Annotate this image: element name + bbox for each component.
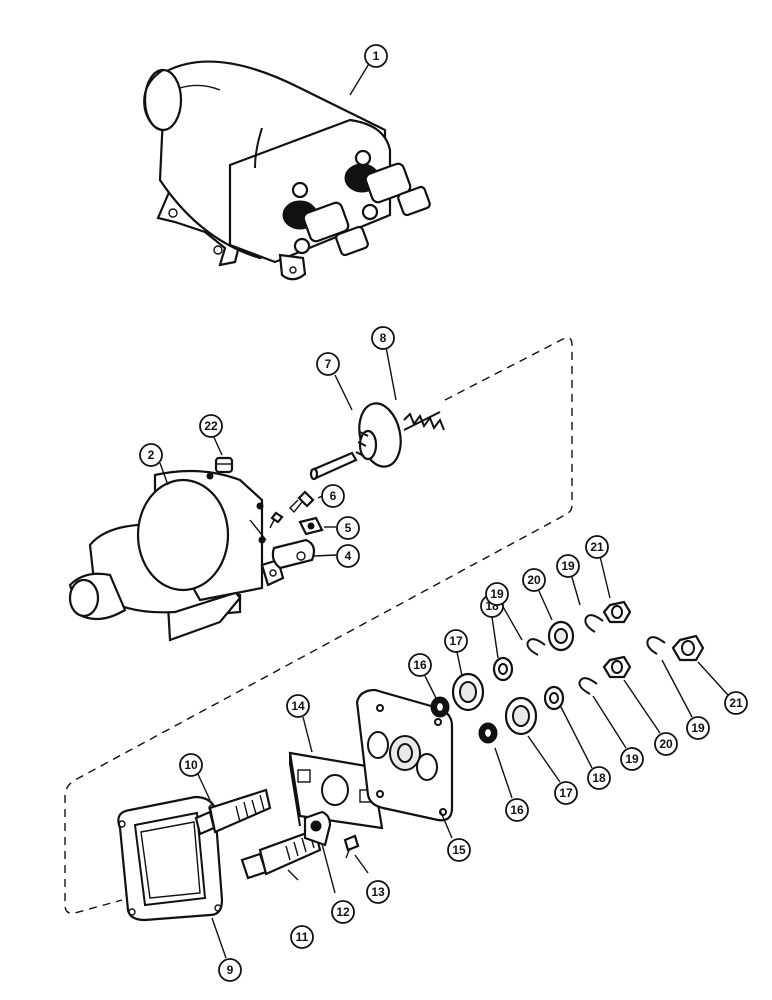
- callout-19d: 19: [686, 716, 710, 740]
- screw-6: [289, 490, 315, 514]
- svg-text:16: 16: [510, 803, 524, 817]
- svg-text:19: 19: [691, 721, 705, 735]
- nut-22: [214, 456, 234, 474]
- callout-21b: 21: [724, 691, 748, 715]
- callout-19b: 19: [556, 554, 580, 578]
- spring: [403, 411, 445, 431]
- svg-text:13: 13: [371, 885, 385, 899]
- callout-5: 5: [336, 516, 360, 540]
- callout-9: 9: [218, 958, 242, 982]
- svg-text:2: 2: [148, 448, 155, 462]
- svg-text:5: 5: [345, 521, 352, 535]
- callout-19c: 19: [620, 747, 644, 771]
- callout-7: 7: [316, 352, 340, 376]
- callout-11: 11: [290, 925, 314, 949]
- svg-text:1: 1: [373, 49, 380, 63]
- callout-16b: 16: [505, 798, 529, 822]
- screw-13: [343, 834, 360, 859]
- callout-6: 6: [321, 484, 345, 508]
- svg-text:20: 20: [659, 737, 673, 751]
- svg-text:12: 12: [336, 905, 350, 919]
- hardware-lower-row: [478, 634, 705, 744]
- callout-20a: 20: [522, 568, 546, 592]
- clip-5: [298, 516, 324, 536]
- svg-text:14: 14: [291, 699, 305, 713]
- callout-20b: 20: [654, 732, 678, 756]
- callout-17a: 17: [444, 629, 468, 653]
- svg-text:21: 21: [590, 540, 604, 554]
- callout-8: 8: [371, 326, 395, 350]
- callout-12: 12: [331, 900, 355, 924]
- svg-text:17: 17: [559, 786, 573, 800]
- leader-lines: [159, 61, 729, 959]
- svg-text:22: 22: [204, 419, 218, 433]
- callout-21a: 21: [585, 535, 609, 559]
- svg-text:18: 18: [592, 771, 606, 785]
- hardware-upper-row: [430, 600, 632, 718]
- svg-text:4: 4: [345, 549, 352, 563]
- svg-text:15: 15: [452, 843, 466, 857]
- svg-text:19: 19: [625, 752, 639, 766]
- svg-text:7: 7: [325, 357, 332, 371]
- svg-text:19: 19: [490, 587, 504, 601]
- gasket-9: [117, 795, 224, 922]
- callout-13: 13: [366, 880, 390, 904]
- callout-15: 15: [447, 838, 471, 862]
- svg-text:9: 9: [227, 963, 234, 977]
- svg-text:16: 16: [413, 658, 427, 672]
- callout-22: 22: [199, 414, 223, 438]
- callout-14: 14: [286, 694, 310, 718]
- callout-18b: 18: [587, 766, 611, 790]
- plate-15: [355, 688, 454, 822]
- svg-text:21: 21: [729, 696, 743, 710]
- strap-4: [271, 538, 316, 570]
- solenoid-assembly: [143, 60, 431, 281]
- terminal-lower: [282, 181, 369, 257]
- svg-text:11: 11: [296, 930, 309, 944]
- svg-text:10: 10: [184, 758, 198, 772]
- plunger-disc: [309, 402, 402, 481]
- svg-text:20: 20: [527, 573, 541, 587]
- grouping-outline: [64, 336, 573, 915]
- plate-14: [288, 751, 384, 830]
- terminal-upper: [344, 149, 431, 221]
- callout-17b: 17: [554, 781, 578, 805]
- svg-text:17: 17: [449, 634, 463, 648]
- bolt-11: [240, 828, 322, 880]
- bolt-10: [194, 788, 272, 836]
- callout-1: 1: [364, 44, 388, 68]
- svg-text:8: 8: [380, 331, 387, 345]
- solenoid-housing: [68, 469, 285, 642]
- callout-16a: 16: [408, 653, 432, 677]
- svg-text:6: 6: [330, 489, 337, 503]
- callout-19a: 19: [485, 582, 509, 606]
- clip-12: [303, 810, 332, 847]
- svg-text:19: 19: [561, 559, 575, 573]
- callout-4: 4: [336, 544, 360, 568]
- small-screw: [269, 511, 284, 529]
- callout-10: 10: [179, 753, 203, 777]
- callout-2: 2: [139, 443, 163, 467]
